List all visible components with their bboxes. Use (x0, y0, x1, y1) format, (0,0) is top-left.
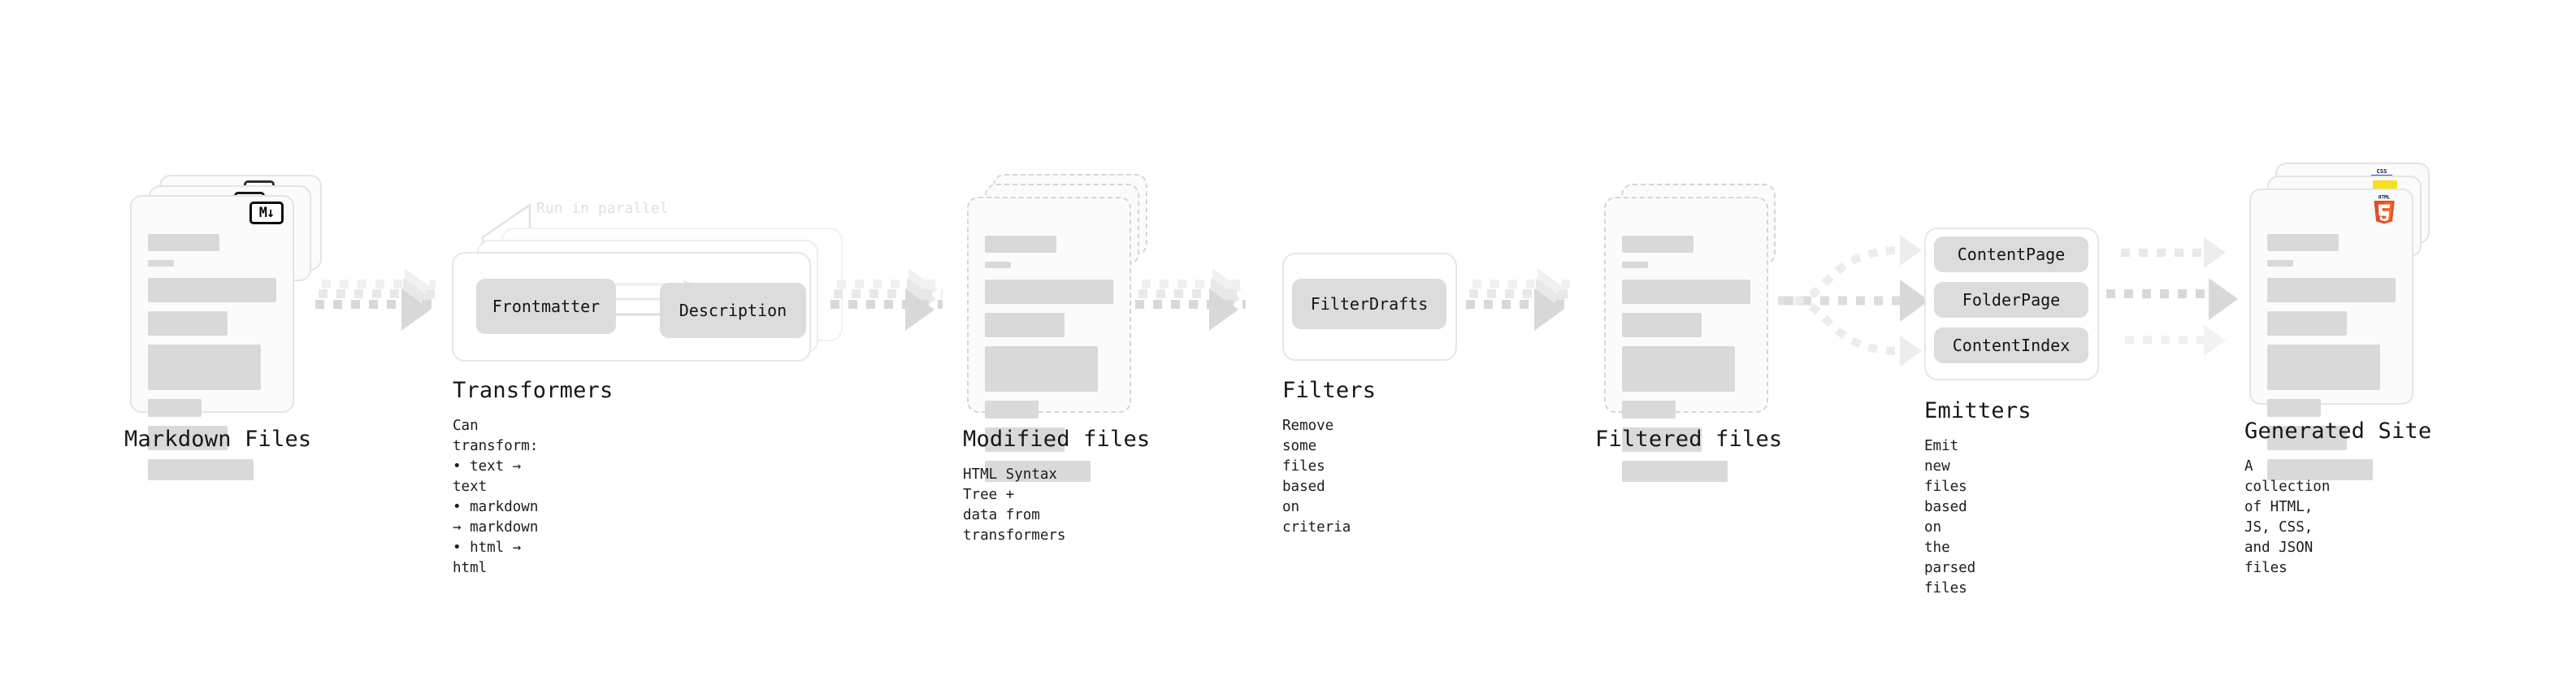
emitters-chip-contentindex[interactable]: ContentIndex (1934, 327, 2088, 363)
transformer-chip-description-label: Description (679, 301, 787, 320)
emitters-chip-contentpage-label: ContentPage (1957, 245, 2066, 264)
transformer-chip-description[interactable]: Description (660, 283, 806, 338)
stage-subtitle-filters: Remove some files based on criteria (1282, 418, 1351, 536)
stage-subtitle-modified-files: HTML Syntax Tree + data from transformer… (963, 466, 1066, 544)
stage-subtitle-transformers: Can transform: • text → text • markdown … (453, 418, 539, 576)
stage-title-transformers: Transformers (453, 378, 614, 403)
run-in-parallel-label: Run in parallel (536, 200, 669, 217)
markdown-icon: M↓ (249, 202, 284, 224)
fan-out-paths (1778, 246, 1901, 355)
card-placeholder-lines (2267, 234, 2396, 489)
filtered-card-front (1604, 197, 1768, 482)
stage-title-emitters: Emitters (1924, 398, 2032, 423)
stage-title-filtered-files: Filtered files (1595, 427, 1783, 452)
transformer-chip-frontmatter[interactable]: Frontmatter (476, 279, 616, 334)
stage-title-markdown-files: Markdown Files (124, 427, 312, 452)
stage-title-generated-site: Generated Site (2244, 419, 2432, 444)
svg-text:HTML: HTML (2379, 195, 2391, 200)
card-placeholder-lines (1622, 236, 1750, 491)
emitters-chip-folderpage-label: FolderPage (1962, 290, 2061, 310)
card-placeholder-lines (985, 236, 1113, 491)
card-placeholder-lines (148, 234, 276, 489)
emitters-chip-contentpage[interactable]: ContentPage (1934, 236, 2088, 272)
stage-subtitle-emitters: Emit new files based on the parsed files (1924, 438, 1976, 596)
filters-chip-filterdrafts[interactable]: FilterDrafts (1292, 279, 1446, 329)
filters-chip-filterdrafts-label: FilterDrafts (1310, 294, 1429, 314)
modified-card-front (967, 197, 1131, 482)
stage-title-modified-files: Modified files (963, 427, 1151, 452)
html5-icon: HTML (2374, 195, 2395, 224)
transformer-chip-frontmatter-label: Frontmatter (492, 297, 601, 316)
stage-subtitle-generated-site: A collection of HTML, JS, CSS, and JSON … (2244, 458, 2331, 576)
emitters-chip-contentindex-label: ContentIndex (1952, 336, 2071, 355)
site-card-front (2249, 189, 2413, 480)
markdown-card-front (130, 195, 294, 480)
emitters-chip-folderpage[interactable]: FolderPage (1934, 282, 2088, 318)
stage-title-filters: Filters (1282, 378, 1377, 403)
